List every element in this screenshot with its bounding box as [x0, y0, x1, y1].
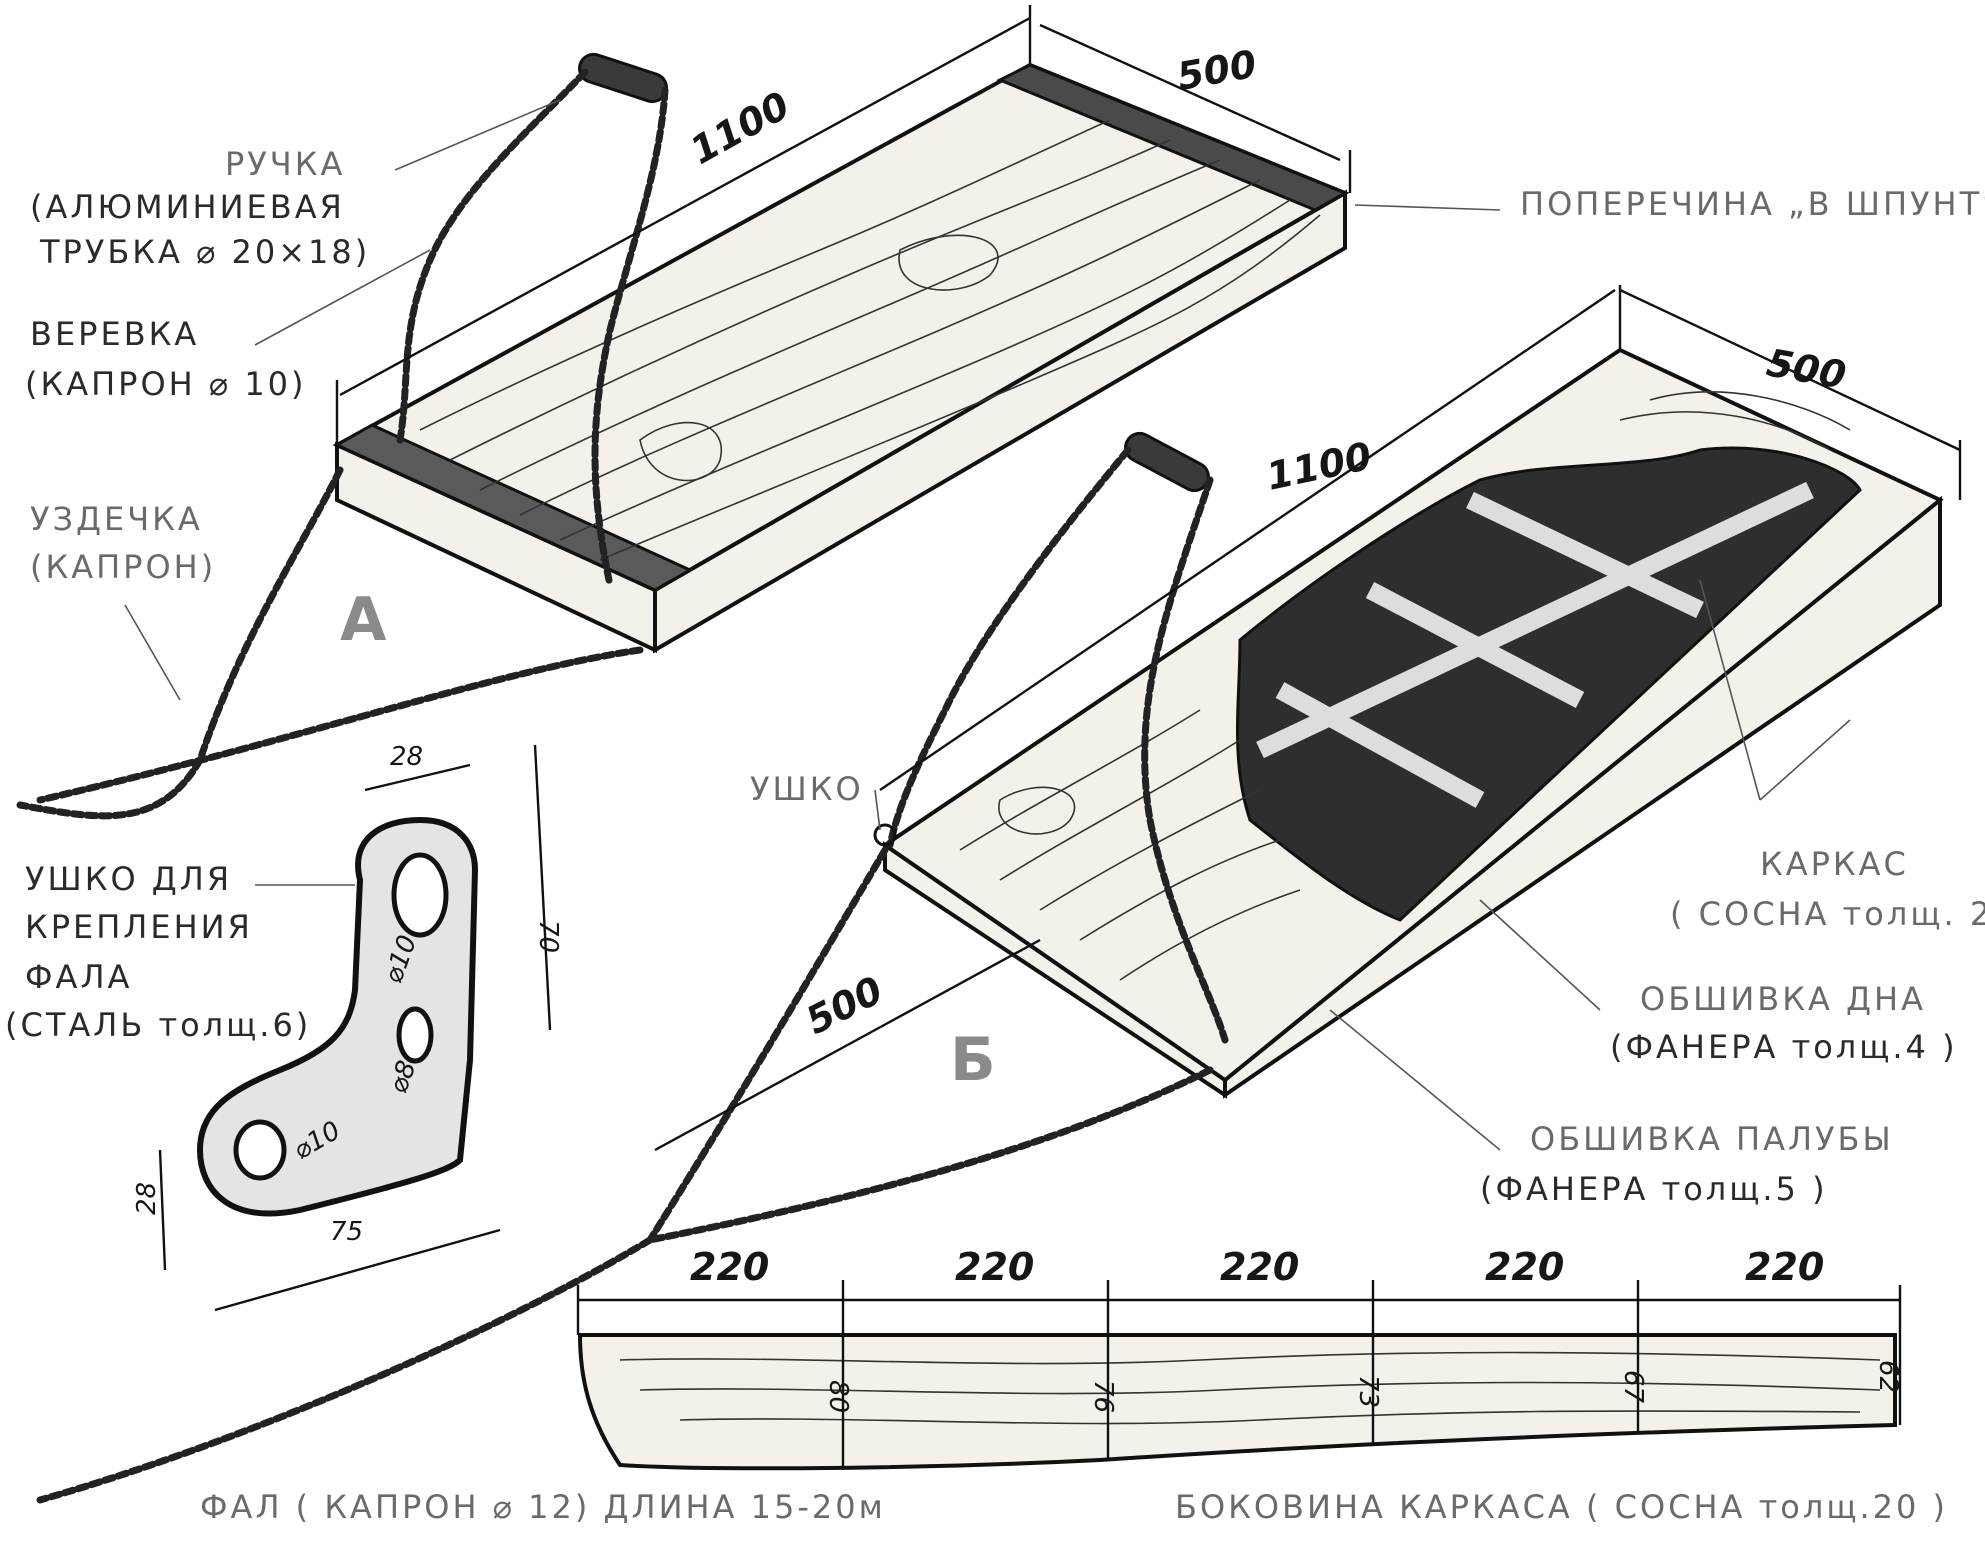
height-2: 76 [1088, 1380, 1118, 1413]
eye-plate-hole-upper [391, 852, 449, 938]
eye-label: УШКО [750, 770, 864, 808]
board-b-bridle-right [646, 1066, 1214, 1244]
eye-plate-top-width: 28 [390, 742, 423, 772]
rope-label-1: ВЕРЕВКА [30, 315, 199, 353]
board-b-length-label: 1100 [1263, 434, 1376, 499]
side-profile: 220 220 220 220 220 80 76 73 67 62 [576, 1245, 1903, 1471]
board-a-length-label: 1100 [683, 83, 797, 173]
deck-label-1: ОБШИВКА ПАЛУБЫ [1530, 1120, 1894, 1158]
board-a-handle [578, 52, 668, 104]
board-a-crossbar [996, 63, 1349, 212]
tow-line [36, 1236, 654, 1504]
segment-5: 220 [1745, 1245, 1824, 1289]
bridle-label-1: УЗДЕЧКА [30, 500, 203, 538]
segment-1: 220 [690, 1245, 769, 1289]
height-1: 80 [823, 1380, 853, 1413]
board-b: 1100 500 500 Б [36, 285, 1962, 1504]
segment-3: 220 [1220, 1245, 1299, 1289]
board-a-width-dim-line [1039, 23, 1341, 162]
variant-b-label: Б [950, 1025, 996, 1095]
eye-plate-label-2: КРЕПЛЕНИЯ [25, 908, 253, 946]
segment-2: 220 [955, 1245, 1034, 1289]
frame-label-1: КАРКАС [1760, 845, 1909, 883]
board-b-grain [959, 391, 1851, 981]
bridle-label-2: (КАПРОН) [30, 548, 216, 586]
callouts: РУЧКА (АЛЮМИНИЕВАЯ ТРУБКА ⌀ 20×18) ВЕРЕВ… [5, 145, 1985, 1526]
deck-label-2: (ФАНЕРА толщ.5 ) [1480, 1170, 1828, 1208]
board-a: 1100 500 А [16, 5, 1352, 820]
side-member-label: БОКОВИНА КАРКАСА ( СОСНА толщ.20 ) [1175, 1488, 1948, 1526]
board-a-length-dim-line [339, 16, 1031, 397]
board-b-bridle-dim-line [654, 938, 1041, 1152]
board-a-rope-right [591, 86, 669, 589]
board-b-length-dim-line [879, 289, 1616, 791]
segment-4: 220 [1485, 1245, 1564, 1289]
eye-plate-height: 70 [533, 920, 563, 953]
board-a-rope-left [396, 68, 589, 444]
handle-label-3: ТРУБКА ⌀ 20×18) [39, 233, 370, 271]
height-3: 73 [1353, 1375, 1383, 1408]
variant-a-label: А [340, 585, 387, 655]
side-profile-shape [577, 1333, 1897, 1471]
bottom-label-1: ОБШИВКА ДНА [1640, 980, 1926, 1018]
crossbar-label: ПОПЕРЕЧИНА „В ШПУНТ“ [1520, 185, 1985, 223]
board-b-width-dim-line [1619, 288, 1961, 452]
tow-line-label: ФАЛ ( КАПРОН ⌀ 12) ДЛИНА 15-20м [200, 1488, 886, 1526]
frame-label-2: ( СОСНА толщ. 20) [1670, 895, 1985, 933]
board-b-width-label: 500 [1763, 341, 1849, 398]
board-b-rope-left [886, 446, 1132, 849]
handle-label-1: РУЧКА [225, 145, 345, 183]
board-a-grain [419, 119, 1321, 561]
eye-plate-label-4: (СТАЛЬ толщ.6) [5, 1006, 311, 1044]
eye-plate: 28 70 75 28 ⌀10 ⌀8 ⌀10 [132, 742, 563, 1312]
board-a-width-label: 500 [1174, 42, 1260, 99]
leader-lines [124, 99, 1851, 1151]
eye-plate-hole-middle [396, 1006, 434, 1064]
board-b-frame-ribs [1256, 481, 1814, 808]
eye-plate-base-height: 28 [132, 1182, 162, 1215]
board-b-handle [1124, 431, 1210, 493]
board-b-rope-right [1141, 476, 1229, 1044]
eye-plate-label-3: ФАЛА [25, 958, 132, 996]
bottom-label-2: (ФАНЕРА толщ.4 ) [1610, 1028, 1958, 1066]
eye-plate-label-1: УШКО ДЛЯ [25, 860, 232, 898]
board-a-bridle-right [36, 646, 644, 804]
board-a-bridle-left [16, 466, 344, 820]
handle-label-2: (АЛЮМИНИЕВАЯ [30, 188, 345, 226]
rope-label-2: (КАПРОН ⌀ 10) [25, 365, 307, 403]
board-b-bridle-left [646, 846, 889, 1244]
height-5: 62 [1873, 1360, 1903, 1393]
board-b-eye [873, 823, 897, 847]
eye-plate-hole-lower [233, 1119, 287, 1181]
height-4: 67 [1618, 1370, 1648, 1404]
eye-plate-base-width: 75 [330, 1217, 363, 1247]
